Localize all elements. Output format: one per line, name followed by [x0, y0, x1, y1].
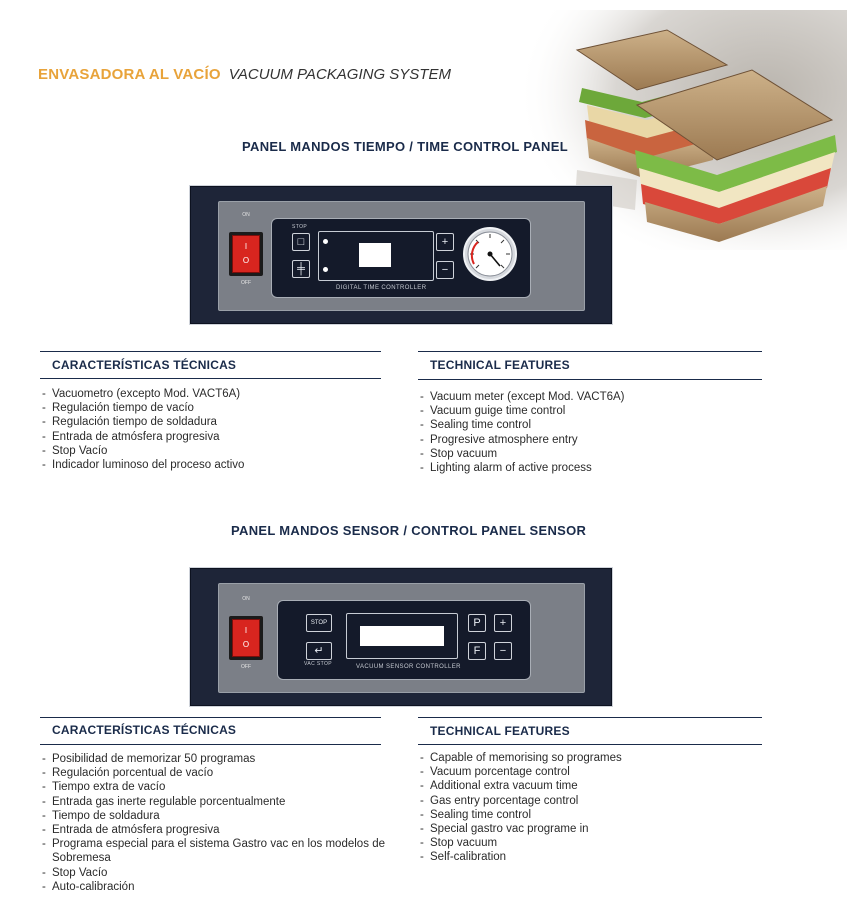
list-item: Progresive atmosphere entry	[418, 433, 762, 447]
list-item: Entrada gas inerte regulable porcentualm…	[40, 795, 385, 809]
list-item: Tiempo extra de vacío	[40, 780, 385, 794]
list-item: Gas entry porcentage control	[418, 794, 762, 808]
rule-bottom-es-2	[40, 744, 381, 745]
document-header: ENVASADORA AL VACÍO VACUUM PACKAGING SYST…	[38, 66, 451, 83]
list-item: Sealing time control	[418, 808, 762, 822]
rule-bottom-en-2	[418, 744, 762, 745]
rule-top-en-1	[418, 351, 762, 352]
list-item: Stop vacuum	[418, 836, 762, 850]
list-item: Programa especial para el sistema Gastro…	[40, 837, 385, 865]
enter-icon[interactable]: ↵	[306, 642, 332, 660]
sensor-features-en-heading: TECHNICAL FEATURES	[430, 724, 570, 738]
list-item: Capable of memorising so programes	[418, 751, 762, 765]
display-frame	[346, 613, 458, 659]
sensor-features-es-list: Posibilidad de memorizar 50 programas Re…	[40, 752, 385, 894]
plus-button[interactable]: +	[436, 233, 454, 251]
time-panel-title: PANEL MANDOS TIEMPO / TIME CONTROL PANEL	[242, 139, 568, 154]
switch-o-label: O	[242, 640, 250, 649]
minus-button[interactable]: −	[494, 642, 512, 660]
list-item: Vacuum meter (except Mod. VACT6A)	[418, 390, 762, 404]
display-frame	[318, 231, 434, 281]
list-item: Entrada de atmósfera progresiva	[40, 823, 385, 837]
list-item: Additional extra vacuum time	[418, 779, 762, 793]
minus-button[interactable]: −	[436, 261, 454, 279]
time-features-en-heading: TECHNICAL FEATURES	[430, 358, 570, 372]
indicator-led-top	[323, 239, 328, 244]
rule-top-en-2	[418, 717, 762, 718]
list-item: Vacuum porcentage control	[418, 765, 762, 779]
stop-button[interactable]: STOP	[306, 614, 332, 632]
function-button[interactable]: F	[468, 642, 486, 660]
list-item: Regulación tiempo de vacío	[40, 401, 381, 415]
list-item: Entrada de atmósfera progresiva	[40, 430, 381, 444]
sensor-features-en-list: Capable of memorising so programes Vacuu…	[418, 751, 762, 865]
switch-on-label: ON	[242, 596, 250, 602]
list-item: Regulación porcentual de vacío	[40, 766, 385, 780]
vac-stop-label: VAC STOP	[304, 661, 333, 667]
switch-off-label: OFF	[241, 280, 251, 286]
power-rocker[interactable]: I O	[232, 235, 260, 273]
time-controller-label: DIGITAL TIME CONTROLLER	[336, 285, 427, 291]
sensor-features-es-heading: CARACTERÍSTICAS TÉCNICAS	[52, 723, 237, 737]
indicator-led-bottom	[323, 267, 328, 272]
list-item: Indicador luminoso del proceso activo	[40, 458, 381, 472]
time-features-en-list: Vacuum meter (except Mod. VACT6A) Vacuum…	[418, 390, 762, 475]
switch-o-label: O	[242, 256, 250, 265]
plus-button[interactable]: +	[494, 614, 512, 632]
list-item: Auto-calibración	[40, 880, 385, 894]
list-item: Tiempo de soldadura	[40, 809, 385, 823]
title-english: VACUUM PACKAGING SYSTEM	[228, 66, 451, 83]
gauge-button[interactable]: ╪	[292, 260, 310, 278]
list-item: Special gastro vac programe in	[418, 822, 762, 836]
time-control-panel: ON I O OFF STOP □ ╪ + −	[190, 186, 612, 324]
switch-off-label: OFF	[241, 664, 251, 670]
digital-time-controller: STOP □ ╪ + −	[271, 218, 531, 298]
list-item: Vacuum guige time control	[418, 404, 762, 418]
sensor-display	[360, 626, 444, 646]
list-item: Sealing time control	[418, 418, 762, 432]
list-item: Posibilidad de memorizar 50 programas	[40, 752, 385, 766]
title-spanish: ENVASADORA AL VACÍO	[38, 66, 221, 83]
power-switch-icon[interactable]: I O	[229, 616, 263, 660]
sensor-panel-title: PANEL MANDOS SENSOR / CONTROL PANEL SENS…	[231, 523, 587, 538]
stop-button[interactable]: □	[292, 233, 310, 251]
list-item: Regulación tiempo de soldadura	[40, 415, 381, 429]
vacuum-sensor-controller: STOP ↵ VAC STOP VACUUM SENSOR CONTROLLER…	[277, 600, 531, 680]
list-item: Stop Vacío	[40, 866, 385, 880]
list-item: Self-calibration	[418, 850, 762, 864]
sensor-control-panel: ON I O OFF STOP ↵ VAC STOP VACUUM SENSOR…	[190, 568, 612, 706]
rule-bottom-es-1	[40, 378, 381, 379]
power-switch-icon[interactable]: I O	[229, 232, 263, 276]
time-panel-face: ON I O OFF STOP □ ╪ + −	[218, 201, 585, 311]
rule-bottom-en-1	[418, 379, 762, 380]
list-item: Stop Vacío	[40, 444, 381, 458]
switch-i-label: I	[244, 242, 248, 251]
list-item: Stop vacuum	[418, 447, 762, 461]
vacuum-gauge-icon	[463, 227, 517, 281]
sensor-controller-label: VACUUM SENSOR CONTROLLER	[356, 664, 461, 670]
time-features-es-heading: CARACTERÍSTICAS TÉCNICAS	[52, 358, 237, 372]
stop-label: STOP	[292, 224, 308, 230]
list-item: Vacuometro (excepto Mod. VACT6A)	[40, 387, 381, 401]
program-button[interactable]: P	[468, 614, 486, 632]
list-item: Lighting alarm of active process	[418, 461, 762, 475]
rule-top-es-2	[40, 717, 381, 718]
time-features-es-list: Vacuometro (excepto Mod. VACT6A) Regulac…	[40, 387, 381, 472]
switch-on-label: ON	[242, 212, 250, 218]
sensor-panel-face: ON I O OFF STOP ↵ VAC STOP VACUUM SENSOR…	[218, 583, 585, 693]
switch-i-label: I	[244, 626, 248, 635]
rule-top-es-1	[40, 351, 381, 352]
power-rocker[interactable]: I O	[232, 619, 260, 657]
time-display	[359, 243, 391, 267]
